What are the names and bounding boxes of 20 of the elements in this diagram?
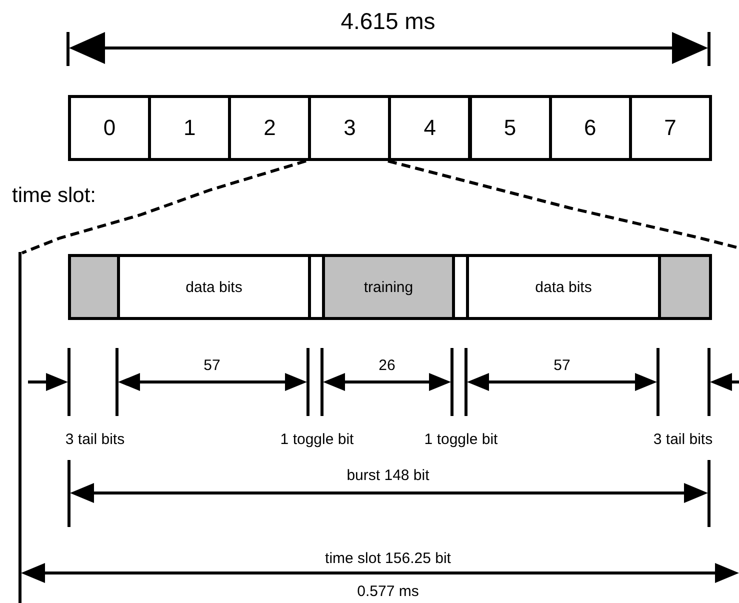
- time-slot-box: 4: [388, 95, 472, 161]
- dimension-label: 57: [204, 358, 220, 373]
- dimension-label: 26: [378, 358, 396, 373]
- time-slot-box: 0: [68, 95, 151, 161]
- burst-field: training: [322, 254, 455, 320]
- field-label: 3 tail bits: [65, 432, 125, 447]
- time-slot-box: 5: [468, 95, 552, 161]
- dimension-label: 57: [554, 358, 570, 373]
- dimension-label: 0.577 ms: [357, 584, 419, 599]
- section-label: time slot:: [12, 185, 96, 206]
- burst-field: data bits: [466, 254, 661, 320]
- dimension-label: 4.615 ms: [340, 10, 436, 33]
- field-box: [68, 254, 120, 320]
- burst-field: data bits: [117, 254, 311, 320]
- field-box: [658, 254, 712, 320]
- field-label: 1 toggle bit: [280, 432, 354, 447]
- field-label: 3 tail bits: [653, 432, 713, 447]
- dimension-label: burst 148 bit: [346, 468, 430, 483]
- field-label: 1 toggle bit: [424, 432, 498, 447]
- dimension-label: time slot 156.25 bit: [325, 551, 451, 566]
